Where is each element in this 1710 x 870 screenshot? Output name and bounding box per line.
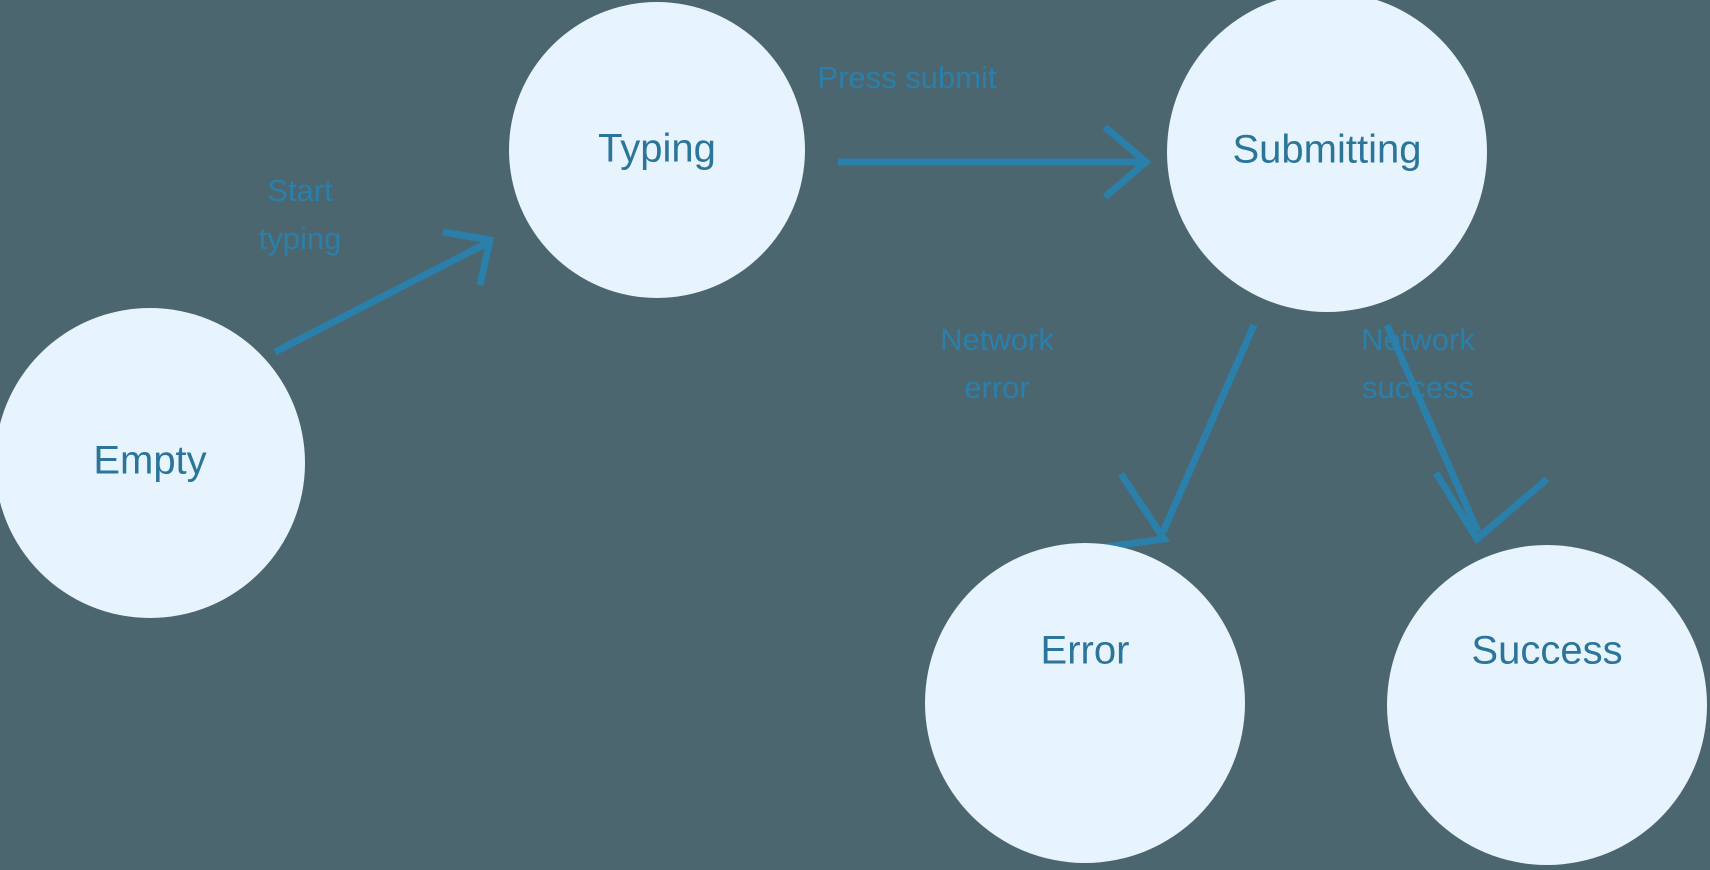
edge-empty-to-typing [273,228,495,356]
edge-label-submitting-to-success: Network success [1361,322,1475,405]
edge-label-empty-to-typing: Start typing [259,173,342,256]
edge-submitting-to-success [1383,323,1550,545]
node-circle-error[interactable] [925,543,1245,863]
edge-line-submitting-to-success [1383,323,1482,534]
node-label-submitting: Submitting [1233,128,1422,172]
edge-label-submitting-to-error-line2: error [964,370,1029,405]
node-label-typing: Typing [598,127,716,171]
node-label-error: Error [1041,629,1130,673]
edge-submitting-to-error [1090,323,1258,553]
node-label-success: Success [1471,629,1622,673]
node-circle-submitting[interactable] [1167,0,1487,312]
arrowhead-submitting-to-error [1090,472,1170,553]
edge-label-submitting-to-error-line1: Network [940,322,1054,357]
state-node-submitting[interactable]: Submitting [1167,0,1487,312]
edge-label-submitting-to-success-line2: success [1362,370,1474,405]
edge-typing-to-submitting [838,124,1152,200]
edge-label-empty-to-typing-line1: Start [267,173,333,208]
arrowhead-typing-to-submitting [1102,124,1152,200]
arrowhead-submitting-to-success [1433,471,1550,545]
edge-label-submitting-to-success-line1: Network [1361,322,1475,357]
edge-line-empty-to-typing [273,239,489,356]
node-label-empty: Empty [93,439,206,483]
edge-label-empty-to-typing-line2: typing [259,221,342,256]
edge-label-submitting-to-error: Network error [940,322,1054,405]
state-node-typing[interactable]: Typing [509,2,805,298]
edge-line-submitting-to-error [1159,323,1258,534]
state-node-error[interactable]: Error [925,543,1245,863]
state-node-success[interactable]: Success [1387,545,1707,865]
arrowhead-empty-to-typing [442,228,495,286]
node-circle-success[interactable] [1387,545,1707,865]
node-circle-typing[interactable] [509,2,805,298]
edge-label-typing-to-submitting: Press submit [817,60,997,95]
node-circle-empty[interactable] [0,308,305,618]
edge-label-typing-to-submitting-line1: Press submit [817,60,997,95]
state-node-empty[interactable]: Empty [0,308,305,618]
